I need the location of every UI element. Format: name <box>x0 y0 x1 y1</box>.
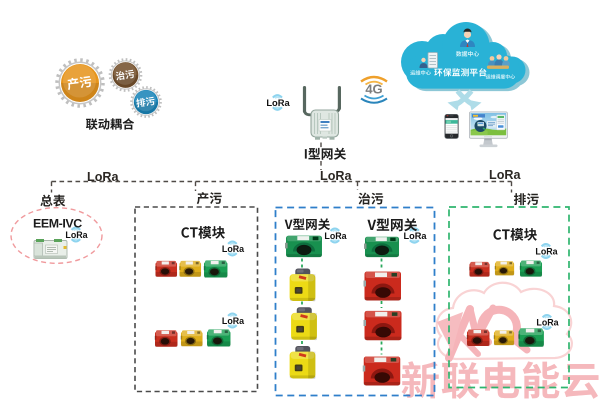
svg-text:LoRa: LoRa <box>87 170 119 184</box>
svg-text:EEM-IVC: EEM-IVC <box>33 217 82 231</box>
svg-text:LoRa: LoRa <box>320 169 352 183</box>
svg-text:LoRa: LoRa <box>489 168 521 182</box>
svg-text:4G: 4G <box>365 82 382 97</box>
